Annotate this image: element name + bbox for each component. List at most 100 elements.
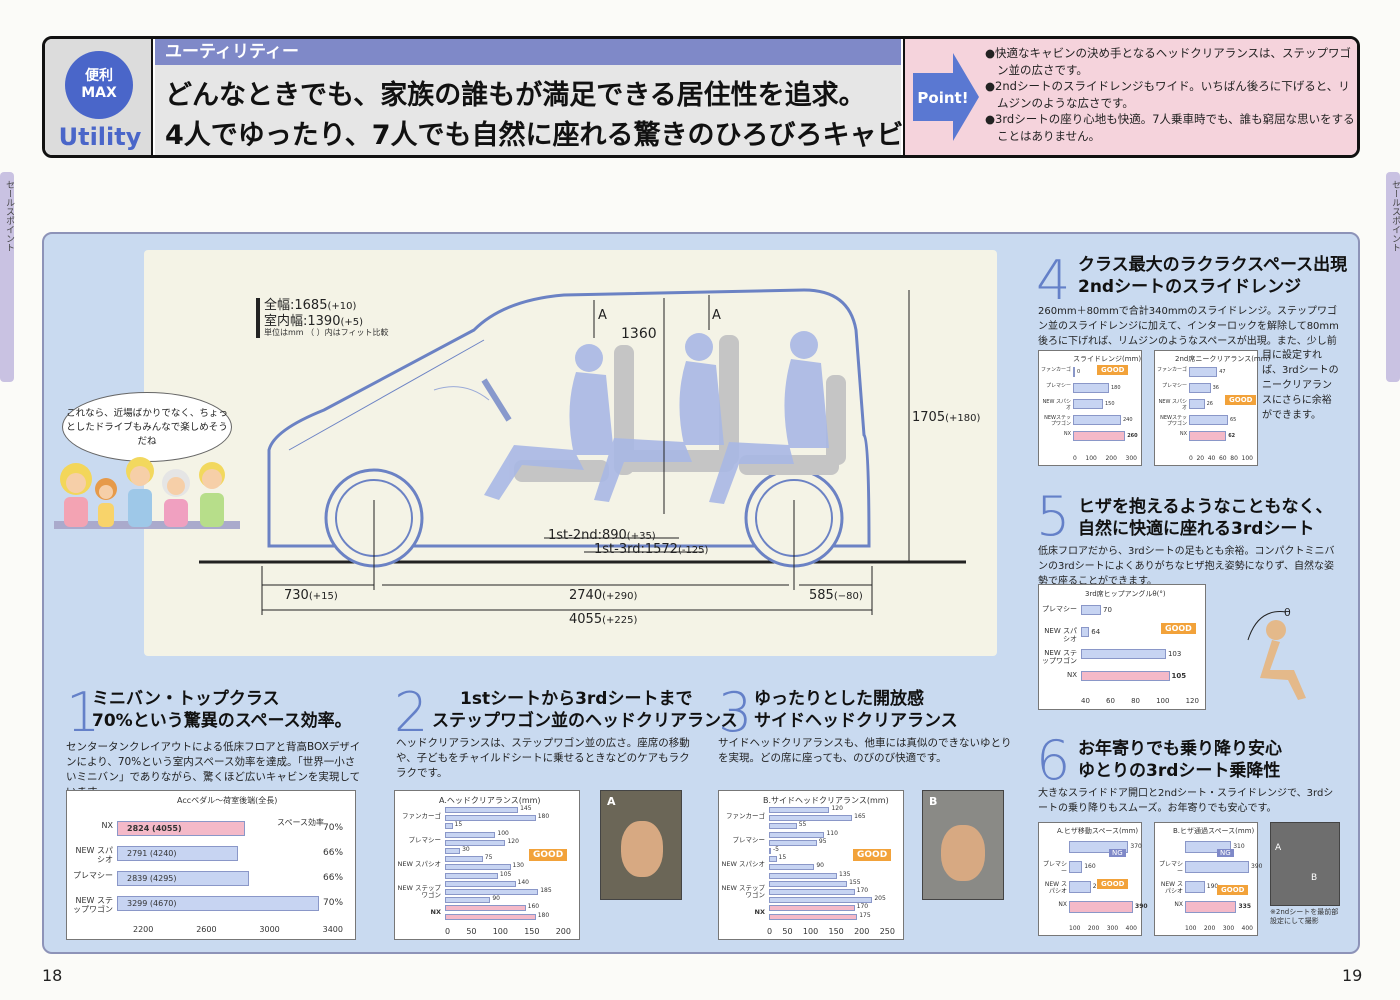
bar [1069,861,1083,873]
section-6-number: 6 [1036,729,1071,792]
clearance-bar [445,807,519,813]
bar-pct: 70% [323,898,344,908]
row-label: NEW スパシオ [721,860,765,868]
clearance-bar [445,864,511,871]
headline-area: ユーティリティー どんなときでも、家族の誰もが満足できる居住性を追求。 4人でゆ… [155,39,956,155]
section-5-title-2: 自然に快適に座れる3rdシート [1078,519,1315,539]
clearance-value: 175 [859,911,871,919]
bar-value: 3299 (4670) [127,898,177,908]
chart1-eff-label: スペース効率 [277,818,325,827]
bar-nx [1189,431,1227,441]
bar [1081,627,1090,637]
side-tab-right: セールスポイント [1386,172,1400,382]
bar [1073,383,1109,393]
bar-value: 36 [1212,384,1219,391]
section-2-number: 2 [394,681,429,744]
clearance-bar [769,823,797,830]
bar-value: 0 [1077,368,1081,375]
row-label: NEW ステップワゴン [721,884,765,899]
utility-badge: 便利 MAX Utility [45,39,153,155]
point-list: 快適なキャビンの決め手となるヘッドクリアランスは、ステップワゴン並の広さです。 … [985,45,1355,144]
clearance-bar [769,872,838,879]
bar-label: NEW スパシオ [1044,881,1067,895]
bar-value: 335 [1238,903,1251,910]
point-arrow-icon: Point! [913,53,979,141]
clearance-bar [445,905,526,912]
photo-mark-a: A [607,795,616,808]
chart3-good-badge: GOOD [853,849,892,861]
clearance-bar [769,815,853,822]
bar-nx [1185,901,1237,913]
bar [1081,649,1166,659]
bar-pct: 70% [323,823,344,833]
clearance-value: 30 [462,846,470,853]
clearance-value: 90 [816,862,824,870]
chart3-title: B.サイドヘッドクリアランス(mm) [763,796,889,805]
bar-label: プレマシー [1161,383,1187,389]
chart4b-title: 2nd席ニークリアランス(mm) [1175,355,1271,363]
photo6-mark-a: A [1275,843,1282,853]
bar-label: NEW ステップワゴン [1042,649,1077,665]
bar-value: 370 [1130,843,1142,850]
chart4b-good-badge: GOOD [1225,395,1257,405]
section-6-title-2: ゆとりの3rdシート乗降性 [1078,761,1281,781]
bar-value: 2824 (4055) [127,823,182,833]
clearance-bar [769,856,777,863]
section-2-body: ヘッドクリアランスは、ステップワゴン並の広さ。座席の移動や、子どもをチャイルドシ… [396,737,690,779]
bar-value: 26 [1206,400,1213,407]
bar-label: NEW スパシオ [1044,627,1077,643]
mark-a-1: A [598,308,607,323]
bar-label: NEW スパシオ [1042,399,1071,411]
clearance-bar [769,848,771,854]
car-dimension-diagram: 全幅:1685(+10) 室内幅:1390(+5) 単位はmm （ ）内はフィッ… [144,250,997,656]
row-label: プレマシー [732,836,766,844]
bar-value: 310 [1233,843,1245,850]
clearance-bar [769,831,825,838]
section-2-title-1: 1stシートから3rdシートまで [460,689,693,709]
bar [1073,399,1103,409]
row-label: NEW スパシオ [397,860,441,868]
chart2-good-badge: GOOD [529,849,568,861]
section-5-title-1: ヒザを抱えるようなこともなく、 [1078,497,1333,517]
bar-label: NEW スパシオ [1158,399,1187,411]
clearance-value: 180 [537,911,550,919]
section-5-body: 低床フロアだから、3rdシートの足もとも余裕。コンパクトミニバンの3rdシートに… [1038,546,1335,587]
seated-mannequin-illustration: θ [1247,606,1306,700]
bar-label: NX [1066,671,1077,679]
bar-value: 2839 (4295) [127,873,177,883]
bar-value: 65 [1230,416,1237,423]
clearance-value: 120 [831,805,843,812]
clearance-value: 205 [874,895,886,903]
bar [117,846,238,861]
bar-label: NEW スパシオ [1160,881,1183,895]
row-label: NX [754,908,765,916]
bar [1073,415,1121,425]
clearance-value: 170 [856,887,869,894]
clearance-bar [769,839,817,846]
bar-pct: 66% [323,848,344,858]
bar-label: NX [1179,431,1187,437]
bar-value: 150 [1105,400,1115,407]
badge-word: Utility [58,123,142,151]
bar-value: 260 [1127,432,1138,439]
width-label: 全幅:1685(+10) [264,298,357,313]
speech-bubble: これなら、近場ばかりでなく、ちょっとしたドライブもみんなで楽しめそうだね [62,392,232,462]
bar-value: 2791 (4240) [127,848,177,858]
clearance-bar [445,913,536,920]
clearance-value: 105 [499,870,512,878]
photo6-mark-b: B [1311,873,1318,883]
badge-mid: MAX [81,85,117,101]
clearance-bar [769,897,873,904]
point-label: Point! [917,89,968,107]
wheelbase-label: 2740(+290) [569,588,638,603]
bar-label: NEWステップワゴン [1160,415,1187,427]
